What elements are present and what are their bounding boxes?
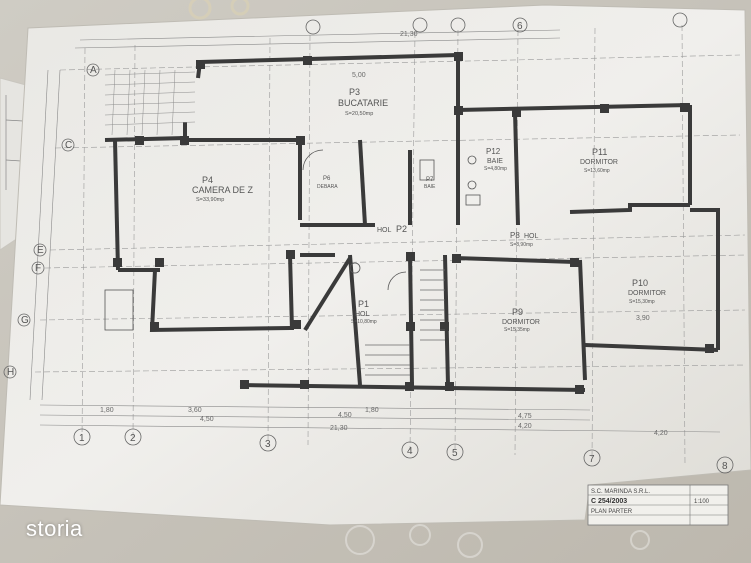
dimension-segment: 4,75 <box>518 413 532 420</box>
dimension-segment: 4,20 <box>518 423 532 430</box>
axis-letters: A C E F G H <box>7 65 97 378</box>
room-id: P1 <box>358 299 369 309</box>
room-name: HOL <box>355 311 370 318</box>
room-id: P8 <box>510 231 520 240</box>
room-name: CAMERA DE Z <box>192 185 254 195</box>
room-area: S=15,35mp <box>504 327 530 333</box>
room-name: BAIE <box>424 184 436 190</box>
staircase <box>365 269 445 376</box>
title-firm: S.C. MARINDA S.R.L. <box>591 489 650 495</box>
room-id: P12 <box>486 147 501 156</box>
room-id: P3 <box>349 87 360 97</box>
room-name: DORMITOR <box>580 159 618 166</box>
dimension-total-top: 21,30 <box>400 31 418 38</box>
room-id: P11 <box>592 147 607 157</box>
room-name: HOL <box>377 227 392 234</box>
title-scale: 1:100 <box>694 499 710 505</box>
room-area: S=33,90mp <box>196 197 224 203</box>
axis-numbers: 1 2 3 4 5 6 7 8 <box>79 21 728 472</box>
axis-letter: G <box>21 315 29 326</box>
axis-number: 8 <box>722 461 728 472</box>
room-id: P10 <box>632 278 648 288</box>
walls <box>104 53 720 392</box>
axis-number: 7 <box>589 454 595 465</box>
title-sheet: PLAN PARTER <box>591 509 633 515</box>
axis-number: 2 <box>130 433 136 444</box>
room-name: HOL <box>524 233 539 240</box>
axis-number: 4 <box>407 446 413 457</box>
dimension-texts: 21,30 21,30 1,80 3,60 4,50 4,50 1,80 4,7… <box>100 31 668 437</box>
fixtures <box>104 149 481 331</box>
dimension-segment: 1,80 <box>100 407 114 414</box>
axis-letter: C <box>65 140 72 151</box>
lace-pattern <box>188 0 650 558</box>
room-name: BAIE <box>487 158 503 165</box>
room-area: S=4,80mp <box>484 166 507 172</box>
axis-number: 5 <box>452 448 458 459</box>
axis-number: 1 <box>79 433 85 444</box>
axis-letter: A <box>90 65 97 76</box>
room-id: P7 <box>426 177 434 183</box>
dimension-segment: 5,00 <box>352 72 366 79</box>
axis-bubbles-numbers <box>73 12 734 474</box>
room-labels: P3 BUCATARIE S=20,50mp P4 CAMERA DE Z S=… <box>192 87 666 333</box>
dimension-segment: 3,90 <box>636 315 650 322</box>
room-area: S=20,50mp <box>345 111 373 117</box>
dimension-segment: 3,60 <box>188 407 202 414</box>
title-block: S.C. MARINDA S.R.L. C 254/2003 PLAN PART… <box>587 484 729 526</box>
room-id: P9 <box>512 307 523 317</box>
room-area: S=15,30mp <box>629 299 655 305</box>
axis-grid <box>34 24 746 466</box>
room-area: S=13,60mp <box>584 168 610 174</box>
room-name: DORMITOR <box>628 290 666 297</box>
blueprint-sheet <box>0 4 751 526</box>
axis-letter: F <box>35 263 41 274</box>
title-project: C 254/2003 <box>591 498 627 505</box>
dimension-total: 21,30 <box>330 425 348 432</box>
room-area: S=10,80mp <box>351 319 377 325</box>
storia-watermark: storia <box>26 516 83 541</box>
axis-number: 3 <box>265 439 271 450</box>
terrace-grid <box>104 69 196 136</box>
dimension-segment: 4,50 <box>338 412 352 419</box>
room-id: P2 <box>396 224 407 234</box>
room-name: DEBARA <box>317 184 338 190</box>
dimension-segment: 4,20 <box>654 430 668 437</box>
room-area: S=8,90mp <box>510 242 533 248</box>
axis-bubbles-letters <box>3 63 100 379</box>
room-name: DORMITOR <box>502 319 540 326</box>
structural-columns <box>113 52 714 394</box>
axis-letter: E <box>37 245 44 256</box>
axis-letter: H <box>7 367 14 378</box>
dimension-segment: 1,80 <box>365 407 379 414</box>
room-id: P6 <box>323 176 331 182</box>
dimension-lines <box>29 29 721 433</box>
axis-number: 6 <box>517 21 523 32</box>
room-name: BUCATARIE <box>338 98 388 108</box>
dimension-segment: 4,50 <box>200 416 214 423</box>
room-id: P4 <box>202 175 213 185</box>
